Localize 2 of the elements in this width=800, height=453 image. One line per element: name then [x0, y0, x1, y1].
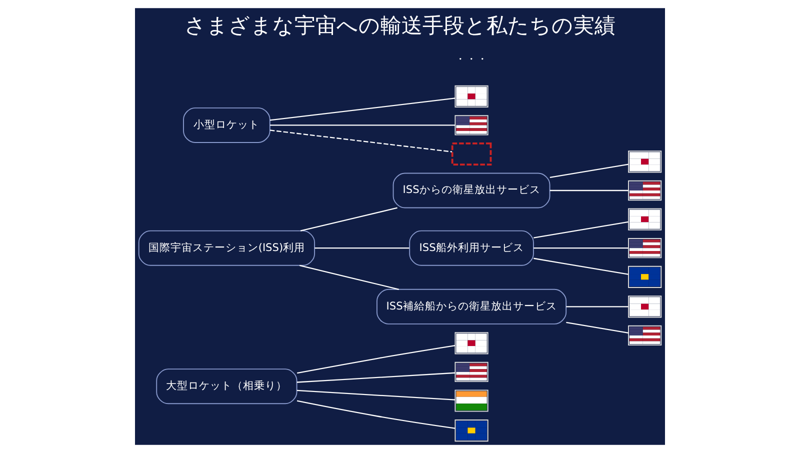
- diagram-title: さまざまな宇宙への輸送手段と私たちの実績: [184, 12, 616, 38]
- label: ・・・: [455, 54, 488, 66]
